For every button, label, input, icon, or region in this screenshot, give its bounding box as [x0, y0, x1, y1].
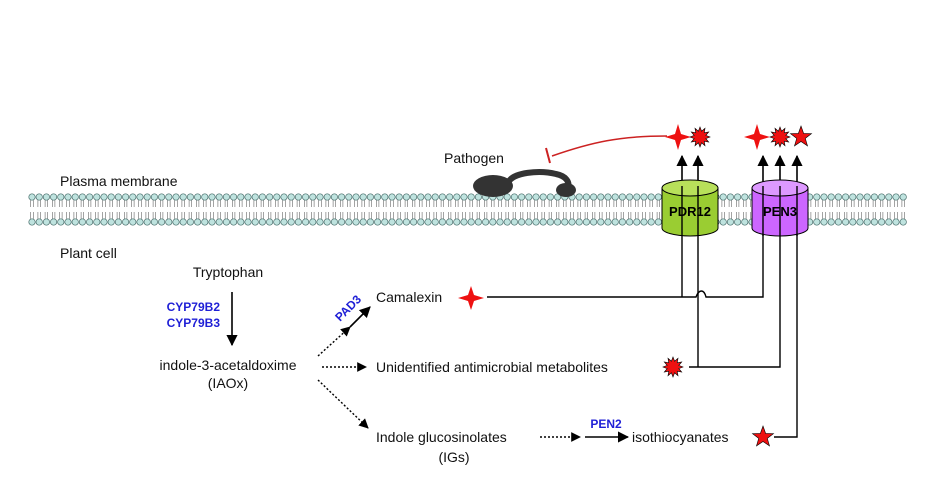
plasma-membrane-bilayer [28, 193, 907, 226]
isothiocyanates-label: isothiocyanates [632, 429, 729, 445]
unidentified-metabolites-label: Unidentified antimicrobial metabolites [376, 359, 608, 375]
iaox-abbrev-label: (IAOx) [208, 375, 248, 391]
tryptophan-label: Tryptophan [193, 264, 263, 280]
igs-abbrev-label: (IGs) [438, 449, 469, 465]
inhibition-arrow [545, 135, 668, 164]
burst-icon [662, 356, 684, 378]
indole-glucosinolates-label: Indole glucosinolates [376, 429, 507, 445]
four-point-star-icon [744, 124, 770, 150]
burst-icon [689, 126, 711, 148]
pad3-arrow [349, 306, 371, 328]
iaox-dotted-arrows [317, 326, 581, 442]
pen2-label: PEN2 [590, 417, 622, 431]
cyp79b3-label: CYP79B3 [167, 316, 221, 330]
plasma-membrane-label: Plasma membrane [60, 173, 178, 189]
pdr12-transporter: PDR12 [661, 179, 719, 237]
pad3-label: PAD3 [332, 292, 364, 324]
four-point-star-icon [458, 286, 484, 310]
burst-icon [769, 126, 791, 148]
five-point-star-icon [789, 125, 813, 147]
four-point-star-icon [665, 124, 691, 150]
plant-cell-label: Plant cell [60, 245, 117, 261]
pdr12-label: PDR12 [669, 204, 711, 219]
camalexin-label: Camalexin [376, 289, 442, 305]
transporter-channels [681, 186, 798, 236]
five-point-star-icon [751, 425, 775, 447]
transport-lines [487, 228, 798, 438]
iaox-label: indole-3-acetaldoxime [160, 357, 297, 373]
pathogen-icon [473, 169, 576, 197]
cyp79b2-label: CYP79B2 [167, 300, 221, 314]
pathogen-label: Pathogen [444, 150, 504, 166]
